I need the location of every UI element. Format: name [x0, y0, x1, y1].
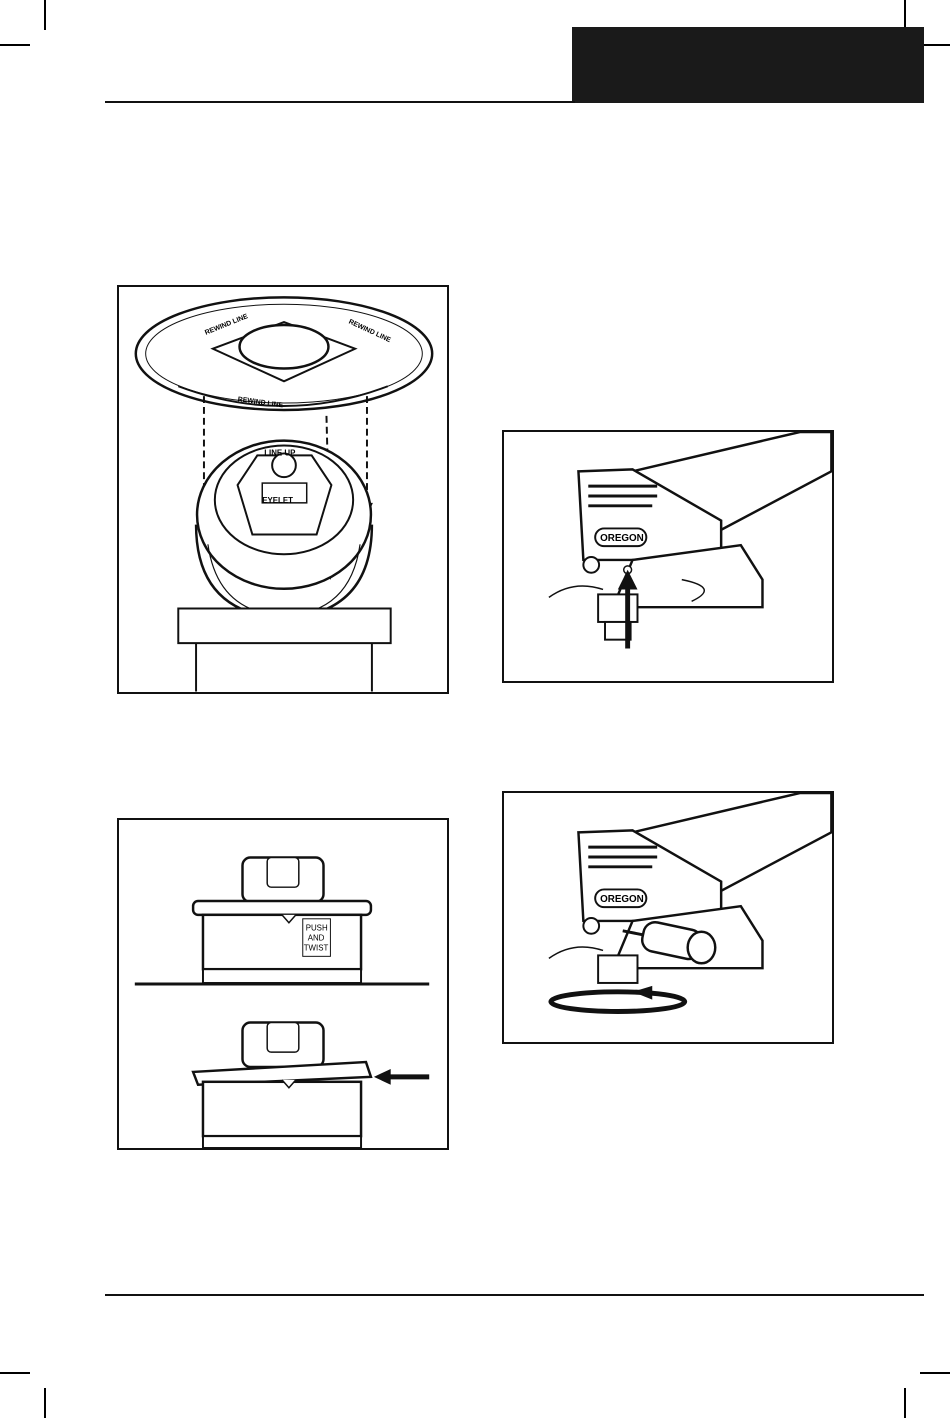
figure-rotate-spool: OREGON — [502, 791, 834, 1044]
crop-mark-bottom-right-h — [920, 1372, 950, 1374]
brand-label: OREGON — [600, 894, 644, 905]
crop-mark-top-right-v — [904, 0, 906, 30]
figure-spool-cover-alignment: REWIND LINE REWIND LINE REWIND LINE LINE… — [117, 285, 449, 694]
figure-eyelet-line-up: OREGON — [502, 430, 834, 683]
spool-cover-illustration: REWIND LINE REWIND LINE REWIND LINE LINE… — [119, 287, 447, 692]
footer-rule — [105, 1294, 924, 1296]
crop-mark-top-right-h — [920, 44, 950, 46]
push-label-line3: TWIST — [304, 943, 329, 952]
crop-mark-top-left-v — [44, 0, 46, 30]
trimmer-head-illustration: OREGON — [504, 432, 832, 681]
push-label-line2: AND — [308, 934, 325, 943]
push-label-line1: PUSH — [306, 924, 328, 933]
crop-mark-bottom-left-v — [44, 1388, 46, 1418]
crop-mark-bottom-right-v — [904, 1388, 906, 1418]
hub-text-bottom: EYELET — [262, 496, 293, 505]
cover-push-twist-illustration: PUSH AND TWIST — [119, 820, 447, 1148]
trimmer-rotate-illustration: OREGON — [504, 793, 832, 1042]
figure-push-and-twist: PUSH AND TWIST — [117, 818, 449, 1150]
brand-label: OREGON — [600, 533, 644, 544]
crop-mark-top-left-h — [0, 44, 30, 46]
crop-mark-bottom-left-h — [0, 1372, 30, 1374]
header-rule — [105, 101, 575, 103]
hub-text-top: LINE UP — [264, 448, 295, 457]
section-header-tab — [572, 27, 924, 103]
